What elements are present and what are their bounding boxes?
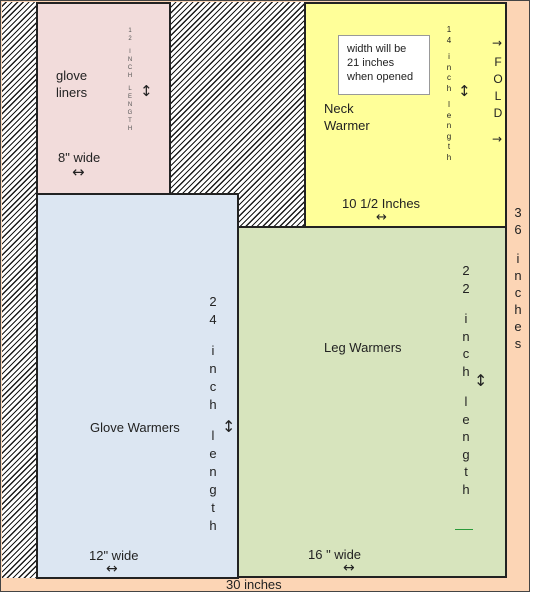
right-arrow-icon: → [492, 36, 503, 50]
vertical-arrow-icon: ↕ [458, 82, 471, 100]
horizontal-arrow-icon: ↔ [72, 163, 85, 181]
glove-warmers-label: Glove Warmers [90, 420, 180, 435]
neck-warmer-piece: width will be 21 inches when opened Neck… [304, 2, 507, 228]
vertical-arrow-icon: ↕ [474, 371, 488, 390]
vertical-arrow-icon: ↕ [222, 417, 236, 436]
neck-warmer-width-text: 10 1/2 Inches [342, 196, 421, 211]
leg-warmers-label: Leg Warmers [324, 340, 402, 355]
glove-warmers-width-text: 12" wide [89, 548, 139, 563]
vertical-arrow-icon: ↕ [140, 82, 153, 100]
underline-mark [455, 529, 473, 530]
fabric-width-text: 30 inches [226, 577, 282, 592]
leg-warmers-width-text: 16 " wide [308, 547, 362, 562]
horizontal-arrow-icon: ↔ [106, 561, 118, 577]
glove-liners-width-text: 8" wide [58, 150, 101, 165]
glove-liners-label: glove liners [56, 68, 88, 100]
neck-warmer-note-box: width will be 21 inches when opened [338, 35, 430, 95]
horizontal-arrow-icon: ↔ [376, 210, 387, 225]
right-arrow-icon: → [492, 132, 503, 146]
horizontal-arrow-icon: ↔ [343, 560, 355, 576]
neck-warmer-label: Neck Warmer [324, 101, 370, 133]
